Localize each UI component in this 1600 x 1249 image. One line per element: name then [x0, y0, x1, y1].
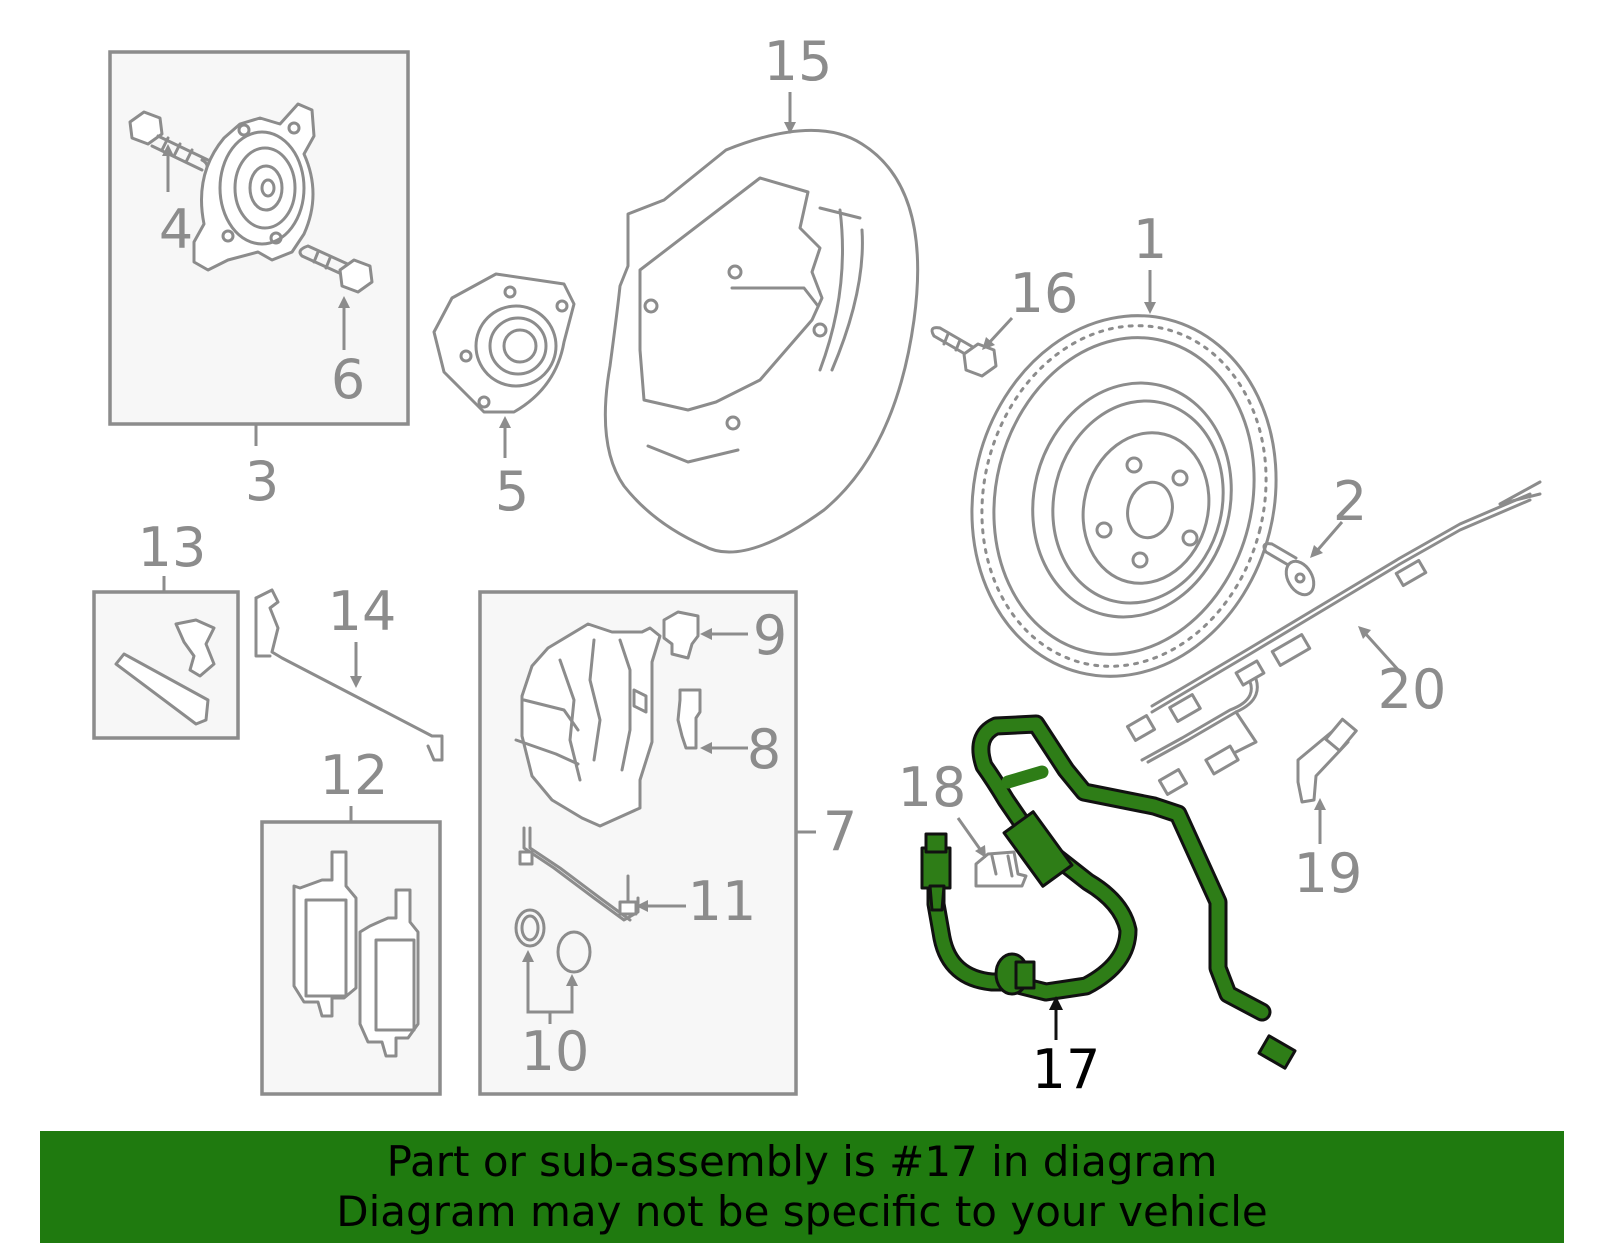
callout-10: 10	[521, 1020, 590, 1083]
callout-14: 14	[328, 580, 397, 643]
sensor-cable-20-drawing	[1125, 480, 1542, 796]
speed-sensor-19-drawing	[1296, 717, 1358, 844]
callout-15: 15	[764, 30, 833, 93]
callout-1: 1	[1133, 208, 1167, 271]
banner-line-1: Part or sub-assembly is #17 in diagram	[386, 1137, 1218, 1186]
callout-12: 12	[320, 744, 389, 807]
callout-19: 19	[1294, 842, 1363, 905]
callout-13: 13	[138, 516, 207, 579]
callout-8: 8	[747, 718, 781, 781]
clip-18-drawing	[956, 817, 1028, 888]
callout-7: 7	[823, 800, 857, 863]
callout-16: 16	[1010, 262, 1079, 325]
group-13-box	[92, 576, 240, 740]
callout-9: 9	[753, 604, 787, 667]
wear-indicator-14-drawing	[254, 588, 444, 762]
callout-17: 17	[1032, 1038, 1101, 1101]
callout-2: 2	[1333, 470, 1367, 533]
callout-6: 6	[331, 348, 365, 411]
part-info-banner: Part or sub-assembly is #17 in diagram D…	[40, 1131, 1564, 1243]
callout-3: 3	[245, 450, 279, 513]
callout-5: 5	[495, 460, 529, 523]
brake-rotor-1-drawing	[970, 270, 1278, 678]
banner-line-2: Diagram may not be specific to your vehi…	[336, 1187, 1268, 1236]
brake-pads-12-box	[260, 806, 442, 1096]
callout-11: 11	[688, 870, 757, 933]
bolt-6-drawing	[298, 244, 374, 294]
callout-4: 4	[159, 198, 193, 261]
splash-shield-15-drawing	[603, 92, 920, 554]
bolt-4-drawing	[128, 110, 210, 174]
caliper-7-box	[478, 590, 798, 1096]
bearing-flange-drawing	[192, 102, 316, 272]
brake-hose-17-highlighted	[920, 714, 1297, 1070]
callout-20: 20	[1378, 658, 1447, 721]
screw-16-drawing	[930, 316, 1014, 378]
hub-5-drawing	[432, 272, 576, 458]
hub-bearing-group-box	[108, 50, 410, 426]
screw-2-drawing	[1262, 521, 1344, 597]
callout-18: 18	[898, 756, 967, 819]
